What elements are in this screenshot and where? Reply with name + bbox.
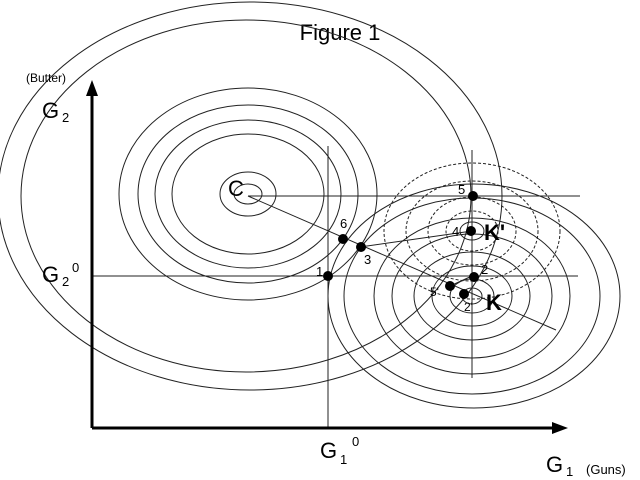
point-6 xyxy=(338,234,348,244)
center-c-label: C xyxy=(228,176,244,201)
point-1-label: 1 xyxy=(316,264,323,279)
labeled-points: 1 6 3 5 4 2 5' 2' xyxy=(316,182,488,314)
figure-title: Figure 1 xyxy=(300,20,381,45)
x-ref-superscript: 0 xyxy=(352,434,359,449)
point-3-label: 3 xyxy=(364,252,371,267)
center-k-label: K xyxy=(486,290,502,315)
x-axis-name: (Guns) xyxy=(586,462,626,477)
guide-lines xyxy=(92,146,580,428)
point-2-label: 2 xyxy=(481,262,488,277)
y-axis-arrow xyxy=(86,80,98,96)
point-5-prime-label: 5' xyxy=(430,285,439,299)
point-5-prime xyxy=(445,281,455,291)
y-ref-symbol: G xyxy=(42,262,59,287)
y-axis-subscript: 2 xyxy=(62,110,69,125)
y-axis-name: (Butter) xyxy=(26,71,66,85)
x-axis-arrow xyxy=(552,422,568,434)
point-3 xyxy=(356,242,366,252)
x-axis-subscript: 1 xyxy=(566,464,573,479)
x-ref-symbol: G xyxy=(320,438,337,463)
x-ref-subscript: 1 xyxy=(340,452,347,467)
point-2-prime xyxy=(459,289,469,299)
point-4 xyxy=(466,226,476,236)
center-k-prime-label: K' xyxy=(484,220,505,245)
y-axis-symbol: G xyxy=(42,98,59,123)
point-2-prime-label: 2' xyxy=(464,300,473,314)
point-5-label: 5 xyxy=(458,182,465,197)
point-2 xyxy=(469,272,479,282)
point-4-label: 4 xyxy=(452,224,459,239)
y-ref-subscript: 2 xyxy=(62,274,69,289)
point-6-label: 6 xyxy=(340,216,347,231)
y-ref-superscript: 0 xyxy=(72,260,79,275)
x-axis-symbol: G xyxy=(546,452,563,477)
point-5 xyxy=(468,191,478,201)
k-indifference-rings xyxy=(327,183,621,409)
axes xyxy=(86,80,568,434)
point-1 xyxy=(323,271,333,281)
